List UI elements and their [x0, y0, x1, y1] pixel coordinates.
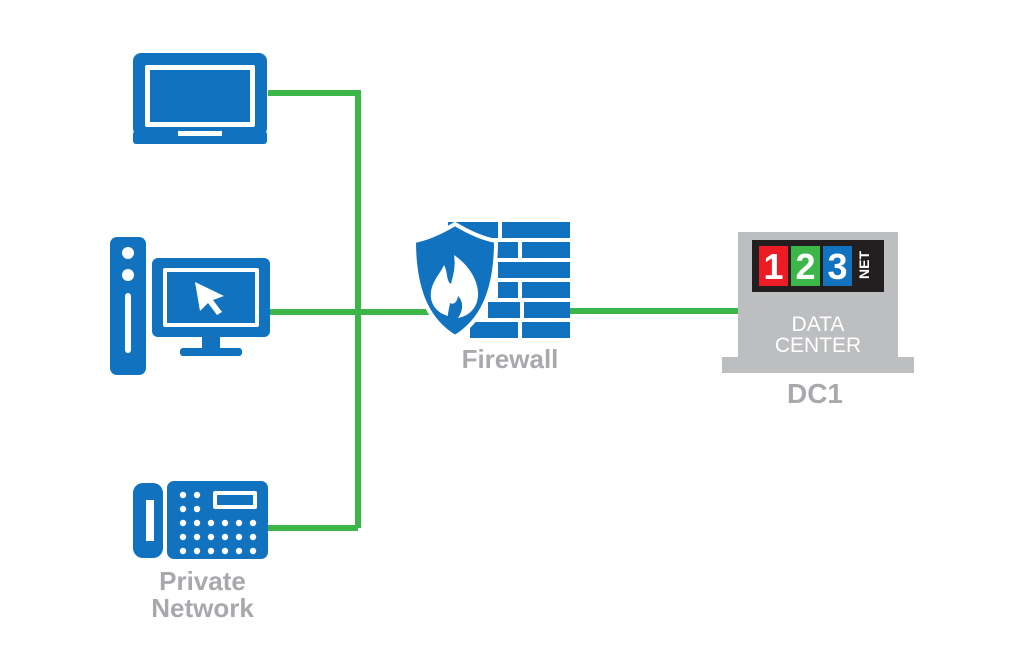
data-center-text: DATA CENTER [738, 314, 898, 356]
laptop-link [268, 90, 361, 528]
firewall-label: Firewall [461, 344, 559, 374]
logo-digit-3-box [823, 246, 852, 286]
data-center-icon [722, 232, 914, 373]
logo-digit-1: 1 [763, 246, 784, 287]
network-links [268, 90, 738, 531]
desk-phone-icon [133, 481, 268, 559]
data-center-text-line1: DATA [791, 313, 845, 336]
data-center-label: DC1 [786, 378, 843, 409]
laptop-icon [133, 53, 267, 144]
flame-icon [430, 255, 479, 318]
data-center-text-line2: CENTER [774, 334, 862, 357]
cursor-icon [195, 282, 224, 315]
private-network-label: Private Network [120, 568, 285, 622]
private-network-label-line2: Network [151, 593, 254, 623]
private-network-label-line1: Private [159, 566, 246, 596]
phone-keypad [179, 491, 257, 555]
logo-suffix: NET [856, 251, 872, 279]
logo-digit-1-box [759, 246, 788, 286]
logo-digit-2: 2 [795, 246, 816, 287]
desktop-computer-icon [110, 237, 270, 375]
logo-digit-3: 3 [827, 246, 848, 287]
firewall-shield-icon [411, 221, 499, 340]
logo-digit-2-box [791, 246, 820, 286]
